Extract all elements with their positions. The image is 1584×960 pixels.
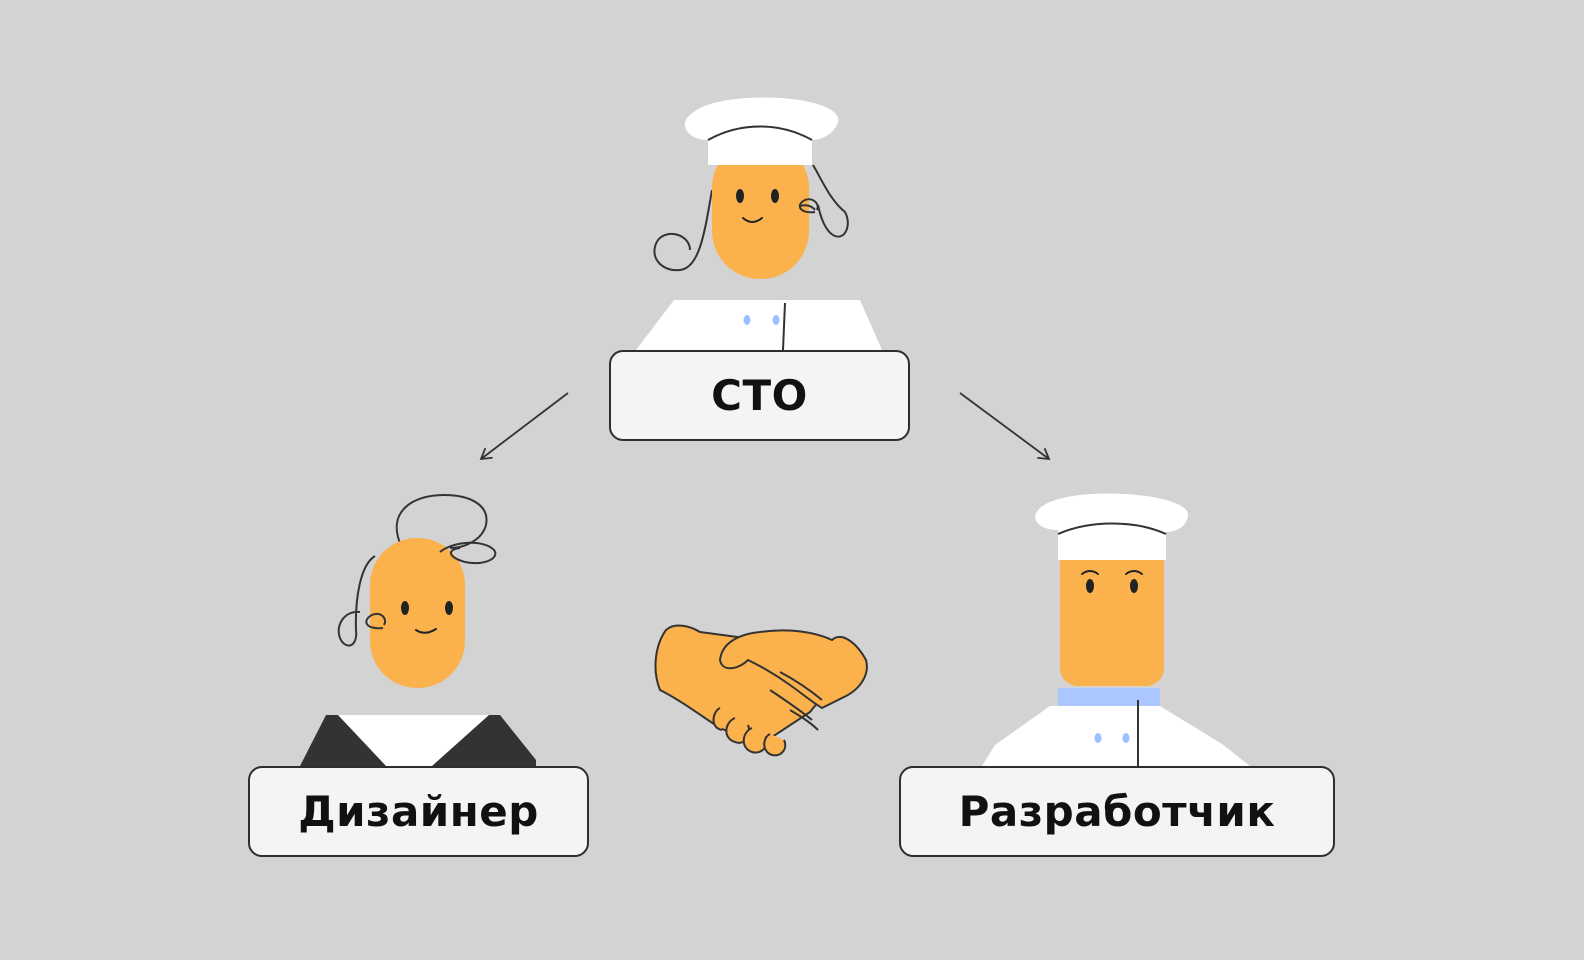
developer-character-icon — [982, 493, 1250, 766]
developer-label-box: Разработчик — [899, 766, 1335, 857]
designer-label: Дизайнер — [298, 787, 539, 836]
cto-character-icon — [636, 97, 882, 351]
designer-character-icon — [300, 493, 536, 766]
handshake-icon — [654, 624, 868, 757]
cto-label-box: CTO — [609, 350, 910, 441]
arrow-cto-to-designer — [479, 392, 569, 461]
arrow-cto-to-developer — [959, 392, 1051, 461]
developer-label: Разработчик — [958, 787, 1276, 836]
designer-label-box: Дизайнер — [248, 766, 589, 857]
cto-label: CTO — [711, 371, 808, 420]
